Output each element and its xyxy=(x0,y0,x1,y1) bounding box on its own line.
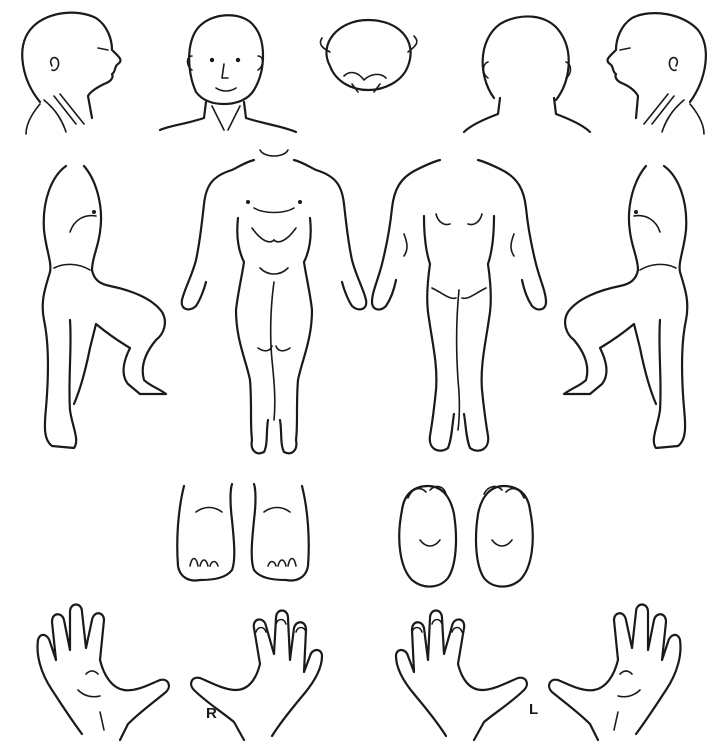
body-profile-left-facing xyxy=(564,166,687,448)
body-front xyxy=(182,150,367,453)
head-front xyxy=(160,15,296,132)
right-hand-label: R xyxy=(206,706,217,721)
head-profile-right xyxy=(22,13,120,134)
hand-right-palm xyxy=(38,605,169,741)
head-top xyxy=(320,20,416,92)
feet-top-view xyxy=(177,484,309,580)
body-profile-right-facing xyxy=(43,166,166,448)
head-profile-left xyxy=(608,13,706,134)
hand-left-back xyxy=(396,611,527,741)
body-back xyxy=(372,160,546,451)
feet-sole-view xyxy=(399,486,533,587)
left-hand-label: L xyxy=(529,702,538,717)
hand-left-palm xyxy=(549,605,680,741)
head-back xyxy=(464,16,590,132)
